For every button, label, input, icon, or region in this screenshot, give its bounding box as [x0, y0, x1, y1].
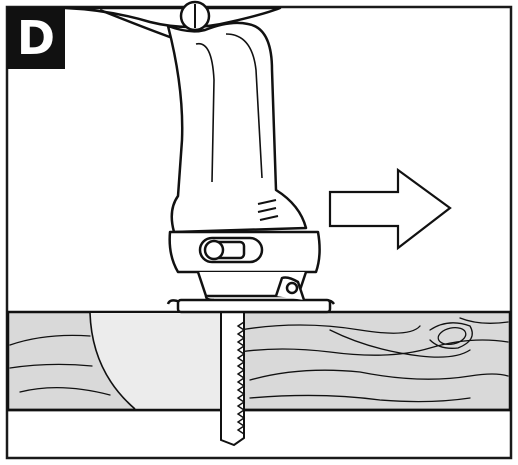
saw-blade — [220, 311, 246, 447]
jigsaw-body — [63, 0, 336, 314]
wood-board — [6, 310, 512, 412]
wood-grain — [9, 317, 509, 403]
step-label: D — [7, 7, 65, 69]
right-arrow-icon — [328, 167, 452, 251]
